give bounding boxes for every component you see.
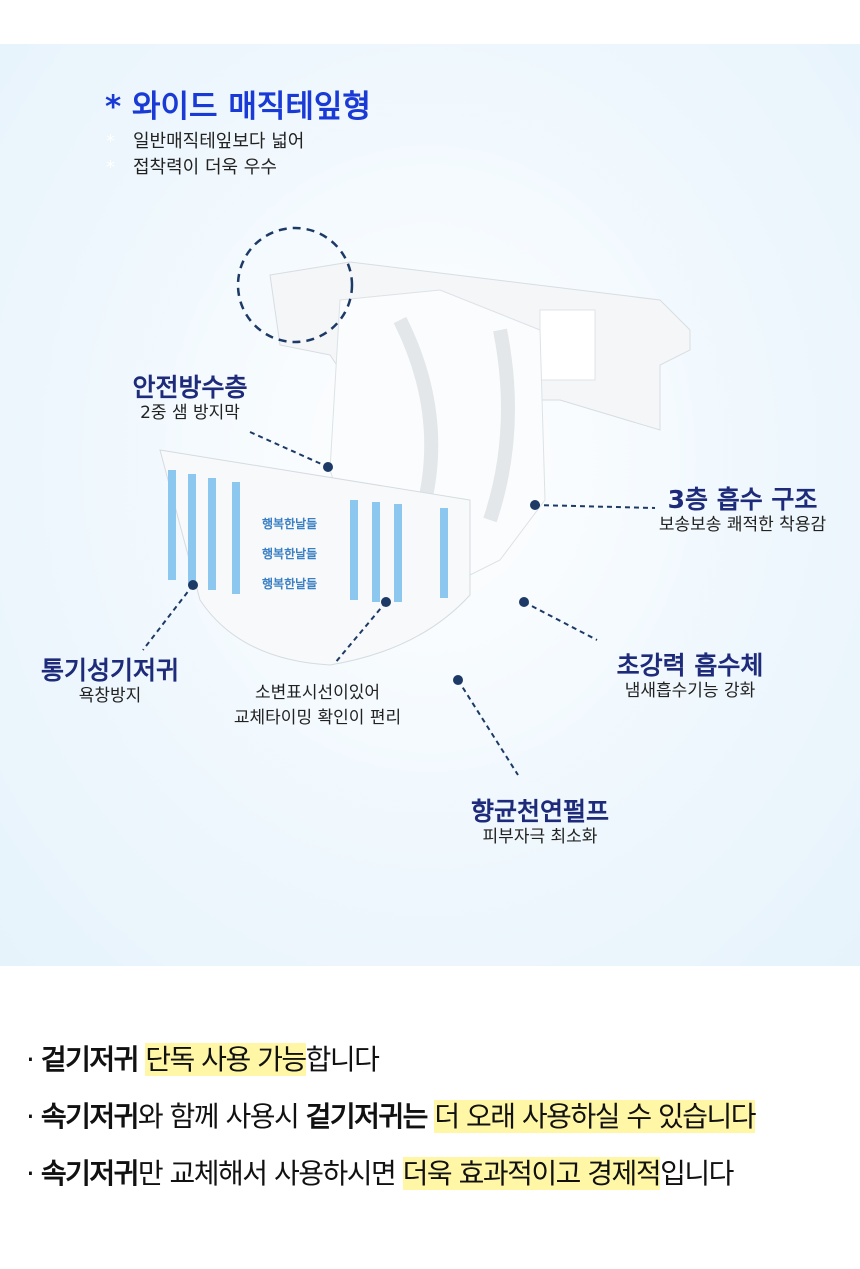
diaper-illustration: 행복한날들 행복한날들 행복한날들 xyxy=(142,226,691,776)
wide-tape-title: * 와이드 매직테잎형 xyxy=(105,89,371,125)
product-diagram-panel: 행복한날들 행복한날들 행복한날들 xyxy=(0,44,860,966)
bullet-line: · 겉기저귀 단독 사용 가능합니다 xyxy=(26,1043,380,1077)
star-icon: * xyxy=(106,131,115,152)
star-icon: * xyxy=(106,157,115,178)
feature-wetness-indicator: 소변표시선이있어 교체타이밍 확인이 편리 xyxy=(205,683,430,729)
leader-lines xyxy=(142,431,656,776)
diaper-leg-gather xyxy=(483,328,515,523)
feature-desc: 보송보송 쾌적한 착용감 xyxy=(658,515,827,535)
feature-absorb-structure: 3층 흡수 구조 보송보송 쾌적한 착용감 xyxy=(630,485,855,536)
highlight-text: 더욱 효과적이고 경제적 xyxy=(402,1157,662,1190)
bold-text: 겉기저귀는 xyxy=(305,1100,429,1133)
plain-text: 만 교체해서 사용하시면 xyxy=(137,1157,403,1190)
feature-breathable: 통기성기저귀 욕창방지 xyxy=(25,656,195,707)
feature-desc: 피부자극 최소화 xyxy=(482,827,598,847)
highlight-text: 단독 사용 가능 xyxy=(145,1043,307,1076)
plain-text: 와 함께 사용시 xyxy=(137,1100,306,1133)
feature-title: 초강력 흡수체 xyxy=(616,651,764,680)
tape-highlight-circle xyxy=(236,226,354,344)
bold-text: 속기저귀 xyxy=(40,1157,140,1190)
callout-dots xyxy=(188,462,540,685)
product-label: 행복한날들 xyxy=(262,576,317,591)
feature-waterproof: 안전방수층 2중 샘 방지막 xyxy=(100,373,280,424)
bullet-mark: · xyxy=(26,1100,35,1133)
wide-tape-line: 접착력이 더욱 우수 xyxy=(133,157,277,178)
wetness-indicator-stripes xyxy=(168,470,448,602)
product-label: 행복한날들 xyxy=(262,516,317,531)
bold-text: 겉기저귀 xyxy=(40,1043,140,1076)
feature-desc: 소변표시선이있어 xyxy=(254,683,381,703)
feature-desc: 교체타이밍 확인이 편리 xyxy=(233,708,402,728)
diaper-tape xyxy=(539,309,596,381)
wide-tape-line: 일반매직테잎보다 넓어 xyxy=(133,131,305,152)
bullet-line: · 속기저귀만 교체해서 사용하시면 더욱 효과적이고 경제적입니다 xyxy=(26,1157,734,1191)
plain-text: 합니다 xyxy=(305,1043,380,1076)
feature-title: 통기성기저귀 xyxy=(40,656,179,685)
highlight-text: 더 오래 사용하실 수 있습니다 xyxy=(434,1100,757,1133)
bold-text: 속기저귀 xyxy=(40,1100,140,1133)
product-label: 행복한날들 xyxy=(262,546,317,561)
bullet-mark: · xyxy=(26,1043,35,1076)
feature-desc: 2중 샘 방지막 xyxy=(140,403,240,423)
feature-super-absorbent: 초강력 흡수체 냄새흡수기능 강화 xyxy=(590,651,790,702)
feature-title: 안전방수층 xyxy=(132,373,248,402)
bullet-line: · 속기저귀와 함께 사용시 겉기저귀는 더 오래 사용하실 수 있습니다 xyxy=(26,1100,757,1134)
feature-pulp: 향균천연펄프 피부자극 최소화 xyxy=(440,797,640,848)
plain-text: 입니다 xyxy=(660,1157,734,1190)
feature-desc: 냄새흡수기능 강화 xyxy=(624,681,756,701)
feature-title: 향균천연펄프 xyxy=(470,797,609,826)
feature-title: 3층 흡수 구조 xyxy=(667,485,818,514)
bullet-mark: · xyxy=(26,1157,35,1190)
feature-desc: 욕창방지 xyxy=(78,686,142,706)
